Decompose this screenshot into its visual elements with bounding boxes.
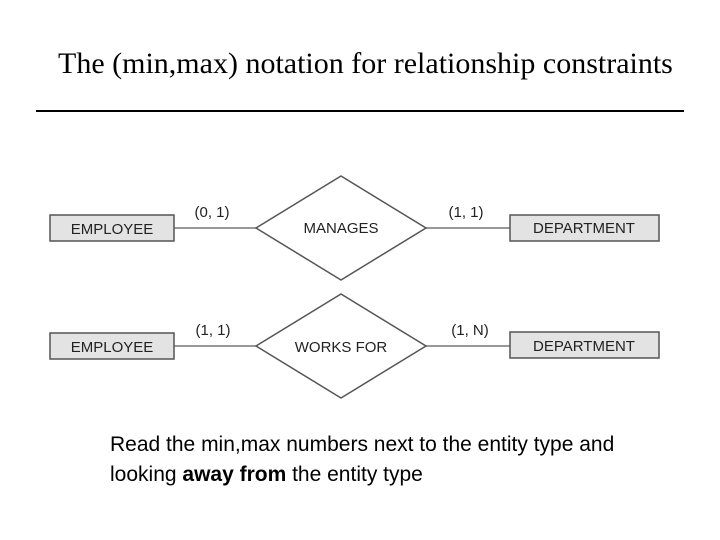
- entity-label-employee-1: EMPLOYEE: [71, 221, 154, 238]
- caption-emphasis: away from: [182, 463, 287, 486]
- relationship-diamond-works-for: [254, 293, 428, 399]
- relationship-label-works-for: WORKS FOR: [295, 339, 388, 356]
- cardinality-right-2: (1, N): [451, 322, 489, 339]
- entity-label-department-2: DEPARTMENT: [533, 338, 635, 355]
- entity-box-department-2: [509, 331, 660, 359]
- entity-box-department-1: [509, 214, 660, 242]
- caption: Read the min,max numbers next to the ent…: [110, 430, 650, 490]
- entity-box-employee-1: [49, 214, 175, 242]
- slide-title: The (min,max) notation for relationship …: [58, 47, 673, 80]
- cardinality-right-1: (1, 1): [448, 204, 483, 221]
- relationship-label-manages: MANAGES: [303, 220, 378, 237]
- entity-box-employee-2: [49, 332, 175, 360]
- relationship-diamond-manages: [254, 175, 428, 281]
- entity-label-department-1: DEPARTMENT: [533, 220, 635, 237]
- cardinality-left-2: (1, 1): [195, 322, 230, 339]
- caption-text-1: Read the min,max numbers next to the ent…: [110, 433, 615, 486]
- er-diagram-manages: EMPLOYEE MANAGES DEPARTMENT (0, 1) (1, 1…: [49, 175, 660, 281]
- caption-text-2: the entity type: [286, 463, 423, 486]
- cardinality-left-1: (0, 1): [194, 204, 229, 221]
- title-underline: [36, 110, 684, 112]
- entity-label-employee-2: EMPLOYEE: [71, 339, 154, 356]
- er-diagram-works-for: EMPLOYEE WORKS FOR DEPARTMENT (1, 1) (1,…: [49, 293, 660, 399]
